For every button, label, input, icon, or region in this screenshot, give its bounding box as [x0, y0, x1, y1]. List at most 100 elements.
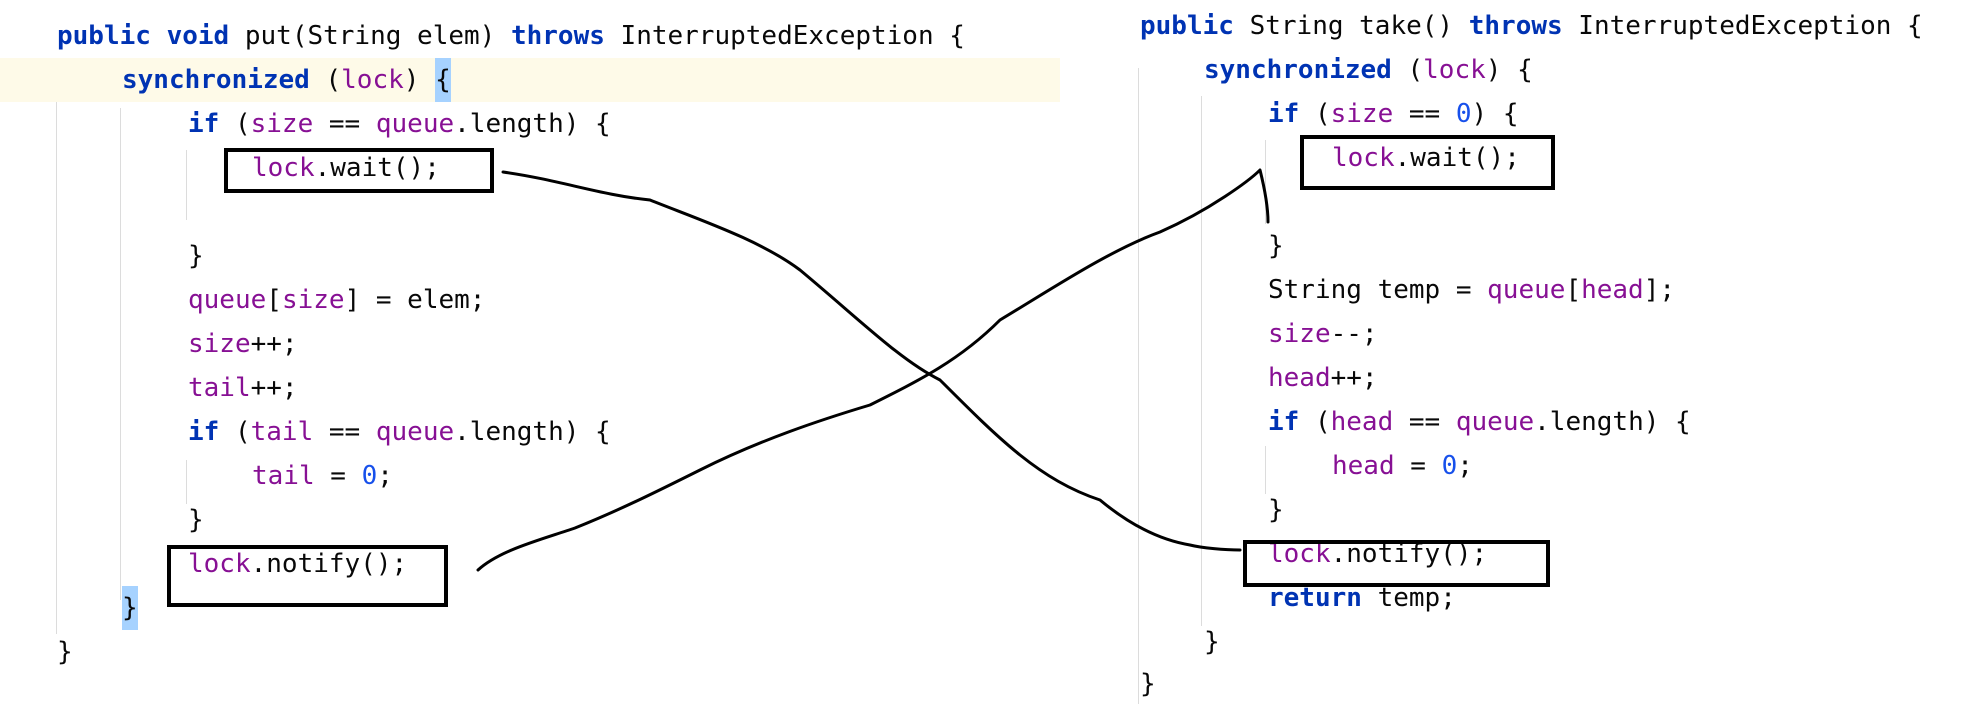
- code-line[interactable]: head = 0;: [1060, 444, 1964, 488]
- code-token: ;: [377, 461, 393, 491]
- code-token: .length) {: [454, 417, 611, 447]
- code-token: temp;: [1361, 583, 1456, 613]
- code-token: if: [188, 417, 220, 447]
- code-token: ];: [1643, 275, 1676, 305]
- code-token: synchronized: [122, 65, 310, 95]
- code-line[interactable]: }: [0, 630, 1060, 674]
- code-line[interactable]: if (size == 0) {: [1060, 92, 1964, 136]
- code-token: String temp =: [1268, 275, 1488, 305]
- code-token: head: [1332, 451, 1395, 481]
- code-line[interactable]: tail = 0;: [0, 454, 1060, 498]
- code-line[interactable]: lock.wait();: [1060, 136, 1964, 180]
- code-token: InterruptedException {: [604, 21, 965, 51]
- code-line[interactable]: tail++;: [0, 366, 1060, 410]
- code-token: void: [166, 21, 230, 51]
- code-line[interactable]: lock.notify();: [0, 542, 1060, 586]
- code-token: ==: [1393, 99, 1456, 129]
- code-token: (: [219, 109, 251, 139]
- code-token: (: [309, 65, 342, 95]
- code-token: ==: [313, 417, 376, 447]
- code-line[interactable]: queue[size] = elem;: [0, 278, 1060, 322]
- code-token: lock: [252, 153, 315, 183]
- code-line[interactable]: size++;: [0, 322, 1060, 366]
- code-token: }: [1268, 231, 1284, 261]
- code-line[interactable]: }: [1060, 224, 1964, 268]
- code-token: head: [1330, 407, 1394, 437]
- code-token: (: [1299, 407, 1331, 437]
- code-token: ++;: [1330, 363, 1378, 393]
- code-token: queue: [1455, 407, 1535, 437]
- code-token: }: [188, 505, 204, 535]
- code-token: size: [281, 285, 345, 315]
- code-line[interactable]: }: [1060, 662, 1964, 706]
- indent-guide: [120, 108, 121, 600]
- code-token: 0: [1455, 99, 1472, 129]
- code-token: 0: [1441, 451, 1458, 481]
- code-line[interactable]: [0, 190, 1060, 234]
- notify-highlight-box: [1243, 540, 1550, 587]
- code-line[interactable]: synchronized (lock) {: [1060, 48, 1964, 92]
- code-token: size: [250, 109, 314, 139]
- code-token: queue: [1487, 275, 1566, 305]
- code-token: [: [1565, 275, 1582, 305]
- code-token: head: [1268, 363, 1331, 393]
- indent-guide: [56, 74, 57, 634]
- code-line[interactable]: if (size == queue.length) {: [0, 102, 1060, 146]
- code-line[interactable]: size--;: [1060, 312, 1964, 356]
- code-token: tail: [250, 417, 314, 447]
- code-token: throws: [1468, 11, 1563, 41]
- code-token: size: [188, 329, 251, 359]
- code-line[interactable]: }: [0, 498, 1060, 542]
- code-line[interactable]: }: [1060, 488, 1964, 532]
- code-token: put(String elem): [229, 21, 511, 51]
- code-token: .notify();: [1330, 539, 1488, 569]
- code-token: ==: [313, 109, 376, 139]
- code-token: public: [57, 21, 151, 51]
- code-line[interactable]: public void put(String elem) throws Inte…: [0, 14, 1060, 58]
- code-token: }: [1204, 627, 1220, 657]
- code-token: .wait();: [1394, 143, 1520, 173]
- code-token: }: [1268, 495, 1284, 525]
- code-token: size: [1268, 319, 1331, 349]
- code-token: String take(): [1233, 11, 1469, 41]
- wait-highlight-box: [224, 148, 494, 193]
- code-token: ++;: [250, 329, 298, 359]
- code-line[interactable]: }: [1060, 620, 1964, 664]
- code-token: tail: [252, 461, 315, 491]
- code-token: lock: [341, 65, 404, 95]
- put-method-panel: public void put(String elem) throws Inte…: [0, 14, 1060, 674]
- code-token: public: [1140, 11, 1234, 41]
- code-token: .wait();: [314, 153, 440, 183]
- code-token: queue: [188, 285, 267, 315]
- code-token: ==: [1393, 407, 1456, 437]
- code-token: (: [219, 417, 251, 447]
- code-line[interactable]: synchronized (lock) {: [0, 58, 1060, 102]
- code-token: queue: [375, 417, 455, 447]
- code-line[interactable]: public String take() throws InterruptedE…: [1060, 4, 1964, 48]
- code-token: {: [435, 58, 451, 102]
- code-line[interactable]: if (head == queue.length) {: [1060, 400, 1964, 444]
- code-token: tail: [188, 373, 251, 403]
- code-token: --;: [1330, 319, 1378, 349]
- code-line[interactable]: head++;: [1060, 356, 1964, 400]
- code-token: }: [122, 586, 138, 630]
- code-token: if: [188, 109, 220, 139]
- code-token: queue: [375, 109, 455, 139]
- code-token: ] = elem;: [344, 285, 486, 315]
- code-token: }: [188, 241, 204, 271]
- code-token: [151, 14, 167, 58]
- code-line[interactable]: }: [0, 234, 1060, 278]
- code-line[interactable]: lock.notify();: [1060, 532, 1964, 576]
- code-line[interactable]: lock.wait();: [0, 146, 1060, 190]
- code-line[interactable]: }: [0, 586, 1060, 630]
- code-token: ) {: [1485, 55, 1533, 85]
- code-token: size: [1330, 99, 1394, 129]
- code-token: synchronized: [1204, 55, 1392, 85]
- code-token: head: [1581, 275, 1644, 305]
- code-token: if: [1268, 407, 1300, 437]
- code-line[interactable]: return temp;: [1060, 576, 1964, 620]
- code-token: ) {: [1471, 99, 1519, 129]
- code-line[interactable]: String temp = queue[head];: [1060, 268, 1964, 312]
- code-token: throws: [510, 21, 605, 51]
- code-line[interactable]: if (tail == queue.length) {: [0, 410, 1060, 454]
